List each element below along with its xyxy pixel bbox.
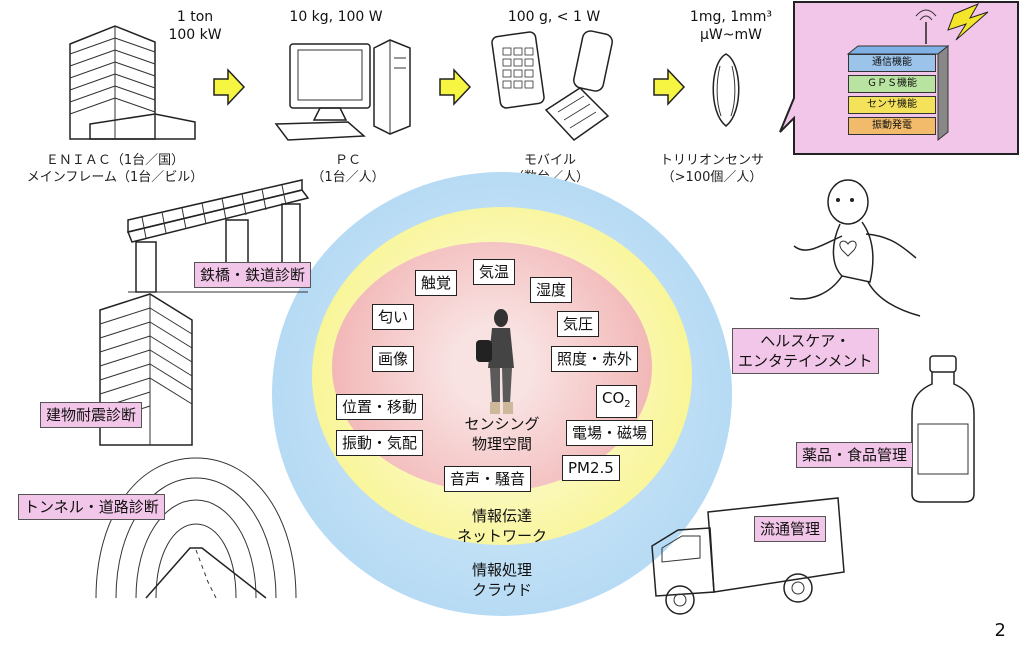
sense-field: 電場・磁場 (566, 420, 654, 446)
app-building-seismic: 建物耐震診断 (40, 402, 143, 428)
layer-sensor: センサ機能 (848, 96, 936, 114)
layer-gps: ＧＰＳ機能 (848, 75, 936, 93)
grain-sensor-illustration (706, 52, 746, 128)
medicine-bottle-illustration (906, 354, 978, 504)
pc-spec: 10 kg, 100 W (289, 9, 383, 25)
app-tunnel-road: トンネル・道路診断 (18, 494, 165, 520)
sensing-space-label: センシング 物理空間 (464, 415, 540, 453)
app-logistics: 流通管理 (754, 516, 827, 542)
layer-vibration-power: 振動発電 (848, 117, 936, 135)
cloud-label: 情報処理 クラウド (471, 561, 532, 599)
app-medicine-food: 薬品・食品管理 (796, 442, 914, 468)
sense-smell: 匂い (372, 304, 415, 330)
sense-pressure: 気圧 (557, 311, 600, 337)
sense-humidity: 湿度 (530, 277, 573, 303)
sense-pm25: PM2.5 (562, 455, 620, 481)
mobile-spec: 100 g, < 1 W (507, 9, 601, 25)
mobile-illustration (488, 28, 618, 146)
pc-caption: ＰＣ （1台／人） (311, 153, 385, 185)
sense-sound: 音声・騒音 (444, 466, 532, 492)
sense-co2: CO2 (596, 385, 637, 418)
person-silhouette (474, 306, 526, 416)
eniac-spec: 1 ton 100 kW (168, 9, 222, 43)
sense-vibration: 振動・気配 (336, 430, 424, 456)
sense-image: 画像 (372, 346, 415, 372)
sensor-caption: トリリオンセンサ （>100個／人） (659, 153, 764, 185)
running-figure-illustration (780, 176, 930, 326)
app-bridge-diagnosis: 鉄橋・鉄道診断 (194, 262, 312, 288)
truck-illustration (648, 496, 848, 624)
layer-communication: 通信機能 (848, 54, 936, 72)
page-number: 2 (994, 620, 1006, 641)
sensor-module-callout: 通信機能 ＧＰＳ機能 センサ機能 振動発電 (742, 0, 1024, 158)
pc-illustration (268, 28, 418, 143)
sense-temperature: 気温 (473, 259, 516, 285)
eniac-caption: ＥＮＩＡＣ（1台／国） メインフレーム（1台／ビル） (26, 153, 204, 185)
eniac-building-illustration (60, 14, 200, 144)
network-label: 情報伝達 ネットワーク (456, 507, 547, 545)
sense-position: 位置・移動 (336, 394, 424, 420)
tunnel-illustration (86, 448, 306, 599)
sensor-spec: 1mg, 1mm³ μW~mW (689, 9, 773, 43)
app-healthcare-entertainment: ヘルスケア・ エンタテインメント (732, 328, 879, 374)
sense-illuminance: 照度・赤外 (551, 346, 639, 372)
sense-touch: 触覚 (415, 270, 458, 296)
